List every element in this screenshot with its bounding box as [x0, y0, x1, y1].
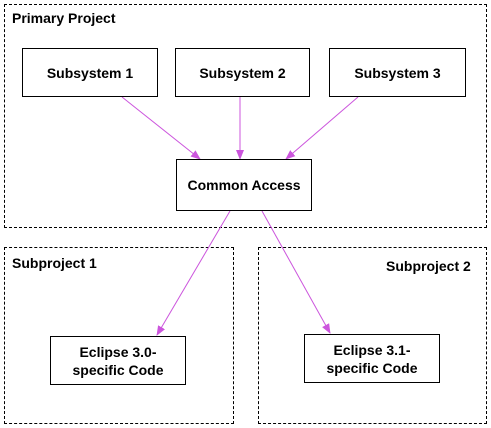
subproject-2-group: [258, 247, 487, 424]
arrow-subsystem1-to-common: [121, 96, 201, 160]
arrow-subsystem3-to-common: [285, 96, 359, 160]
eclipse-30-box: Eclipse 3.0- specific Code: [50, 336, 186, 385]
common-access-box: Common Access: [176, 159, 312, 211]
subsystem-1-box: Subsystem 1: [22, 48, 158, 97]
subsystem-2-label: Subsystem 2: [199, 64, 286, 81]
subsystem-3-label: Subsystem 3: [354, 64, 441, 81]
primary-project-group: [4, 4, 487, 228]
common-access-label: Common Access: [187, 177, 301, 193]
arrow-common-to-eclipse30: [156, 210, 231, 336]
eclipse-31-box: Eclipse 3.1- specific Code: [304, 334, 440, 383]
primary-project-label: Primary Project: [12, 10, 116, 26]
eclipse-31-label: Eclipse 3.1- specific Code: [326, 341, 418, 376]
subproject-2-label: Subproject 2: [386, 258, 471, 274]
subproject-1-group: [4, 247, 234, 424]
arrow-common-to-eclipse31: [261, 210, 331, 334]
subsystem-1-label: Subsystem 1: [46, 64, 134, 81]
subsystem-3-box: Subsystem 3: [329, 48, 466, 97]
eclipse-30-label: Eclipse 3.0- specific Code: [72, 343, 164, 378]
subproject-1-label: Subproject 1: [12, 255, 97, 271]
subsystem-2-box: Subsystem 2: [175, 48, 310, 97]
